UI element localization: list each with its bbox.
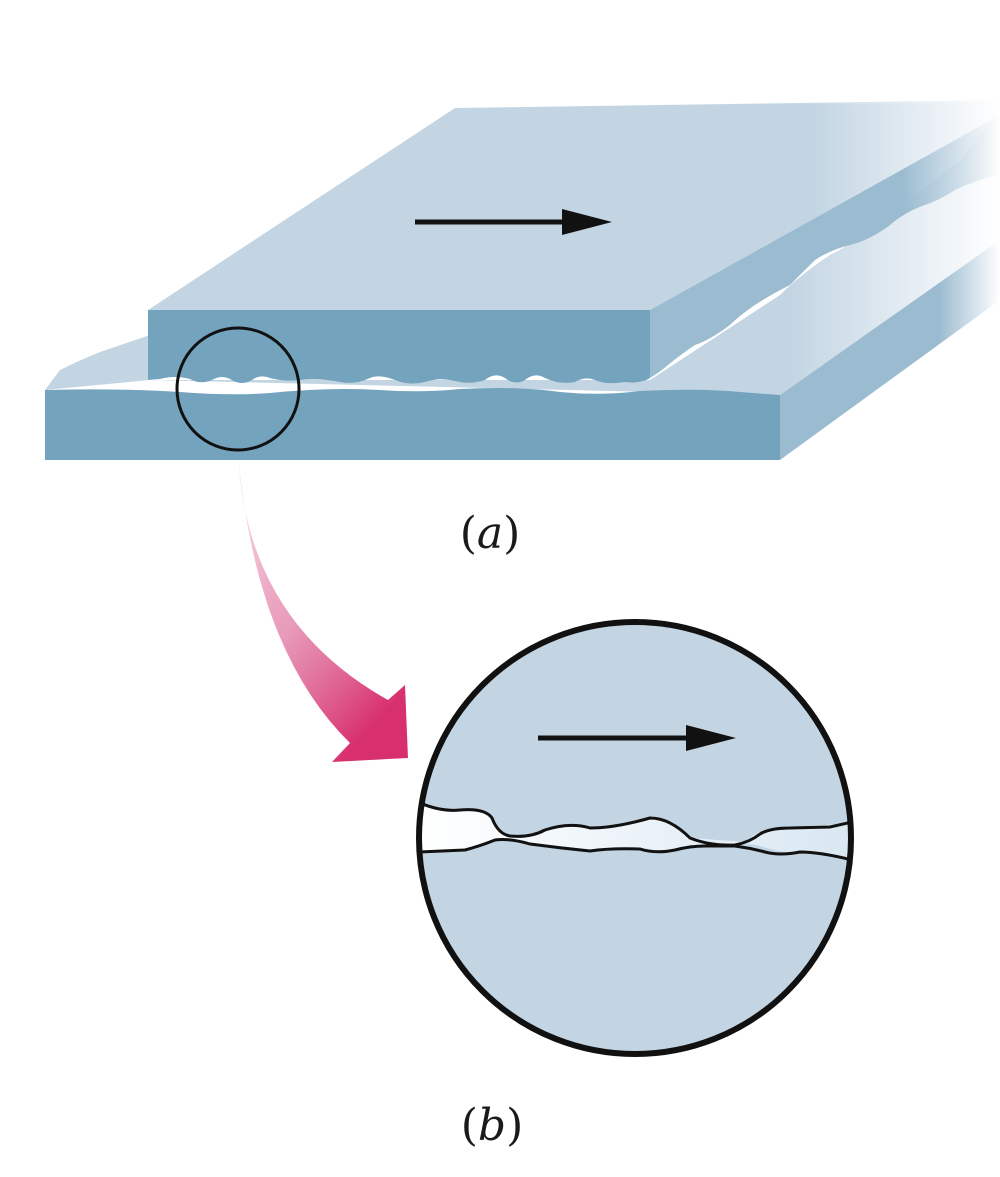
panel-b: (b) <box>416 619 854 1151</box>
panel-a-label-letter: a <box>477 508 503 559</box>
magnified-motion-arrow-icon <box>538 725 736 751</box>
upper-surface-profile <box>419 800 851 847</box>
motion-arrow-icon <box>415 209 612 235</box>
magnify-circle-icon <box>175 326 301 452</box>
zoom-arrow-icon <box>238 452 408 762</box>
panel-a-label: (a) <box>460 508 521 559</box>
lower-block-front <box>45 388 780 460</box>
panel-b-label-letter: b <box>478 1100 506 1151</box>
upper-block-front <box>148 310 650 384</box>
panel-a-label-close: ) <box>503 508 520 559</box>
lower-block-side <box>780 240 1000 460</box>
surface-gap <box>419 802 851 862</box>
upper-block-side <box>650 115 1000 378</box>
lower-surface-profile <box>419 838 851 862</box>
panel-a-label-open: ( <box>460 508 477 559</box>
panel-b-label-open: ( <box>461 1100 478 1151</box>
panel-b-label: (b) <box>461 1100 524 1151</box>
upper-block-top <box>148 100 1000 310</box>
lower-block-top <box>45 110 1000 395</box>
panel-b-label-close: ) <box>506 1100 523 1151</box>
panel-a: (a) <box>45 90 1000 559</box>
